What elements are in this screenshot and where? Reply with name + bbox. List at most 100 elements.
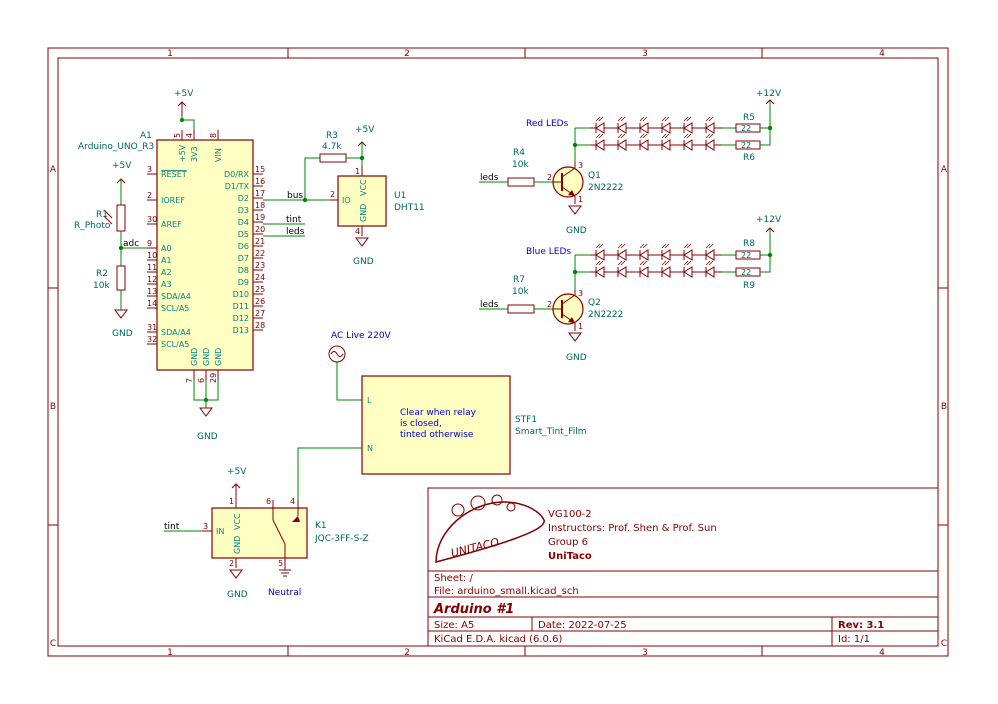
net-adc: adc (123, 239, 139, 249)
row-label: A (941, 165, 948, 175)
led-emission (598, 243, 604, 249)
led-emission (617, 243, 623, 249)
svg-text:2: 2 (229, 559, 234, 568)
arduino-pin-name: GND (214, 348, 223, 366)
arduino-pin-number: 8 (209, 133, 218, 138)
arduino-pin-number: 6 (197, 378, 206, 383)
svg-text:1: 1 (578, 195, 583, 204)
led-diode (617, 249, 627, 261)
led-emission (664, 260, 670, 266)
led-diode (683, 266, 693, 278)
wire-neutral-path (297, 447, 362, 500)
svg-text:5: 5 (278, 559, 283, 568)
arduino-pin-number: 14 (147, 299, 157, 308)
arduino-pin-number: 4 (185, 133, 194, 138)
arduino-pin-number: 29 (209, 373, 218, 383)
net-leds-q1: leds (480, 173, 499, 183)
relay-ref: K1 (315, 521, 327, 531)
led-emission (595, 116, 601, 122)
photoresistor-r1: +5V R1 R_Photo (74, 161, 132, 266)
led-emission (683, 116, 689, 122)
arduino-pin-name: RESET (161, 170, 187, 179)
arduino-pin-name: D7 (238, 254, 249, 263)
arduino-pin-name: D10 (233, 290, 249, 299)
led-emission (642, 260, 648, 266)
q2-ref: Q2 (588, 298, 601, 308)
row-label: C (50, 639, 56, 649)
arduino-pin-name: D4 (238, 218, 249, 227)
svg-text:3: 3 (203, 522, 208, 531)
row-label: B (941, 402, 947, 412)
svg-text:2: 2 (547, 173, 552, 182)
led-emission (664, 243, 670, 249)
arduino-value: Arduino_UNO_R3 (78, 142, 154, 152)
red-led-diodes (590, 116, 722, 151)
arduino-pin-name: D8 (238, 266, 249, 275)
led-diode (595, 122, 605, 134)
led-emission (595, 243, 601, 249)
arduino-pin-name: D0/RX (224, 170, 250, 179)
tb-rev: Rev: 3.1 (838, 620, 884, 631)
arduino-pin-name: SCL/A5 (161, 304, 189, 313)
relay-pin-vcc: VCC (233, 513, 242, 530)
power-5v-arduino: +5V (174, 89, 194, 116)
led-emission (686, 243, 692, 249)
blue-leds-title: Blue LEDs (526, 247, 571, 257)
arduino-pin-name: D9 (238, 278, 249, 287)
led-diode (683, 122, 693, 134)
dht-pin-gnd: GND (359, 204, 368, 222)
stf-note-line: tinted otherwise (400, 430, 474, 440)
power-label: +12V (756, 215, 782, 225)
dht-ref: U1 (394, 191, 406, 201)
led-diode (683, 139, 693, 151)
power-label: +5V (174, 89, 194, 99)
led-diode (639, 139, 649, 151)
q1-value: 2N2222 (588, 183, 623, 193)
arduino-pin-number: 24 (255, 273, 265, 282)
ac-label: AC Live 220V (331, 331, 392, 341)
led-diode (639, 249, 649, 261)
neutral-label: Neutral (268, 588, 301, 598)
led-emission (664, 133, 670, 139)
net-leds-q2: leds (480, 300, 499, 310)
arduino-pin-name: A2 (161, 268, 172, 277)
tb-date: Date: 2022-07-25 (538, 620, 627, 631)
led-diode (617, 122, 627, 134)
gnd-label: GND (566, 226, 587, 236)
arduino-pin-number: 23 (255, 261, 265, 270)
led-emission (708, 133, 714, 139)
led-emission (686, 260, 692, 266)
smart-tint-film: L N Clear when relay is closed, tinted o… (361, 375, 586, 475)
led-emission (598, 133, 604, 139)
tb-instructors: Instructors: Prof. Shen & Prof. Sun (548, 523, 717, 534)
arduino-pin-number: 7 (185, 378, 194, 383)
led-diode (705, 139, 715, 151)
led-emission (639, 133, 645, 139)
power-label: +12V (756, 89, 782, 99)
stf-ref: STF1 (515, 415, 537, 425)
resistor-r3: R3 4.7k (319, 131, 362, 163)
tb-size: Size: A5 (434, 620, 474, 631)
resistor-r4 (507, 177, 535, 187)
r8-ref: R8 (743, 239, 755, 249)
arduino-pin-number: 25 (255, 285, 265, 294)
dht-num-vcc: 1 (355, 167, 360, 176)
resistor-r7 (507, 304, 535, 314)
arduino-uno-symbol: A1 Arduino_UNO_R3 3RESET2IOREF30AREF9A01… (78, 130, 265, 383)
led-emission (683, 260, 689, 266)
r7-ref: R7 (513, 275, 525, 285)
relay-pin-gnd: GND (233, 536, 242, 554)
led-diode (661, 122, 671, 134)
arduino-pin-name: D3 (238, 206, 249, 215)
led-emission (598, 260, 604, 266)
arduino-pin-name: SCL/A5 (161, 340, 189, 349)
title-block: UNITACO VG100-2 Instructors: Prof. Shen … (427, 487, 939, 647)
blue-led-array: Blue LEDs 22 22 R8 R9 +12V (526, 215, 782, 291)
col-label: 4 (879, 648, 885, 658)
stf-note-line: Clear when relay (400, 408, 477, 418)
arduino-pin-name: SDA/A4 (161, 292, 191, 301)
led-emission (661, 260, 667, 266)
r4-value: 10k (512, 160, 529, 170)
led-diode (617, 266, 627, 278)
